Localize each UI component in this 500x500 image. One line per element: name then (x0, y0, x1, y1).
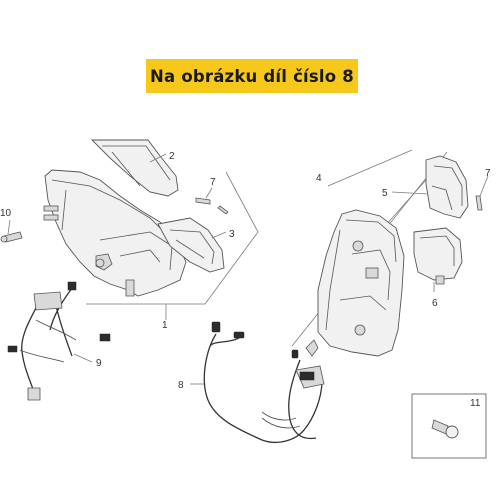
part-1-housing-left[interactable] (43, 169, 187, 297)
callout-labels: 1 2 3 4 5 6 7 7 8 9 10 11 (0, 151, 491, 409)
highlight-banner: Na obrázku díl číslo 8 (146, 59, 358, 93)
part-10-bolt[interactable] (0, 231, 23, 243)
banner-text: Na obrázku díl číslo 8 (150, 66, 354, 86)
callout-11: 11 (470, 398, 481, 409)
callout-1: 1 (162, 320, 168, 331)
callout-6: 6 (432, 298, 438, 309)
part-9-wiring-harness[interactable] (7, 281, 111, 401)
callout-7-right: 7 (485, 168, 491, 179)
callout-9: 9 (96, 358, 102, 369)
part-5-lens-right[interactable] (425, 155, 469, 219)
leader-lines (7, 153, 489, 385)
callout-10: 10 (0, 208, 12, 219)
part-3-reflector-left[interactable] (157, 217, 225, 273)
part-6-reflector-right[interactable] (413, 227, 463, 285)
part-2-lens-left[interactable] (90, 139, 179, 197)
callout-2: 2 (169, 151, 175, 162)
callout-7-left: 7 (210, 177, 216, 188)
part-11-bulb[interactable] (411, 393, 487, 459)
part-7-screws[interactable] (195, 195, 483, 215)
part-4-housing-right[interactable] (305, 209, 405, 357)
callout-3: 3 (229, 229, 235, 240)
part-8-wiring-harness[interactable] (203, 321, 325, 444)
callout-8: 8 (178, 380, 184, 391)
callout-4: 4 (316, 173, 322, 184)
callout-5: 5 (382, 188, 388, 199)
